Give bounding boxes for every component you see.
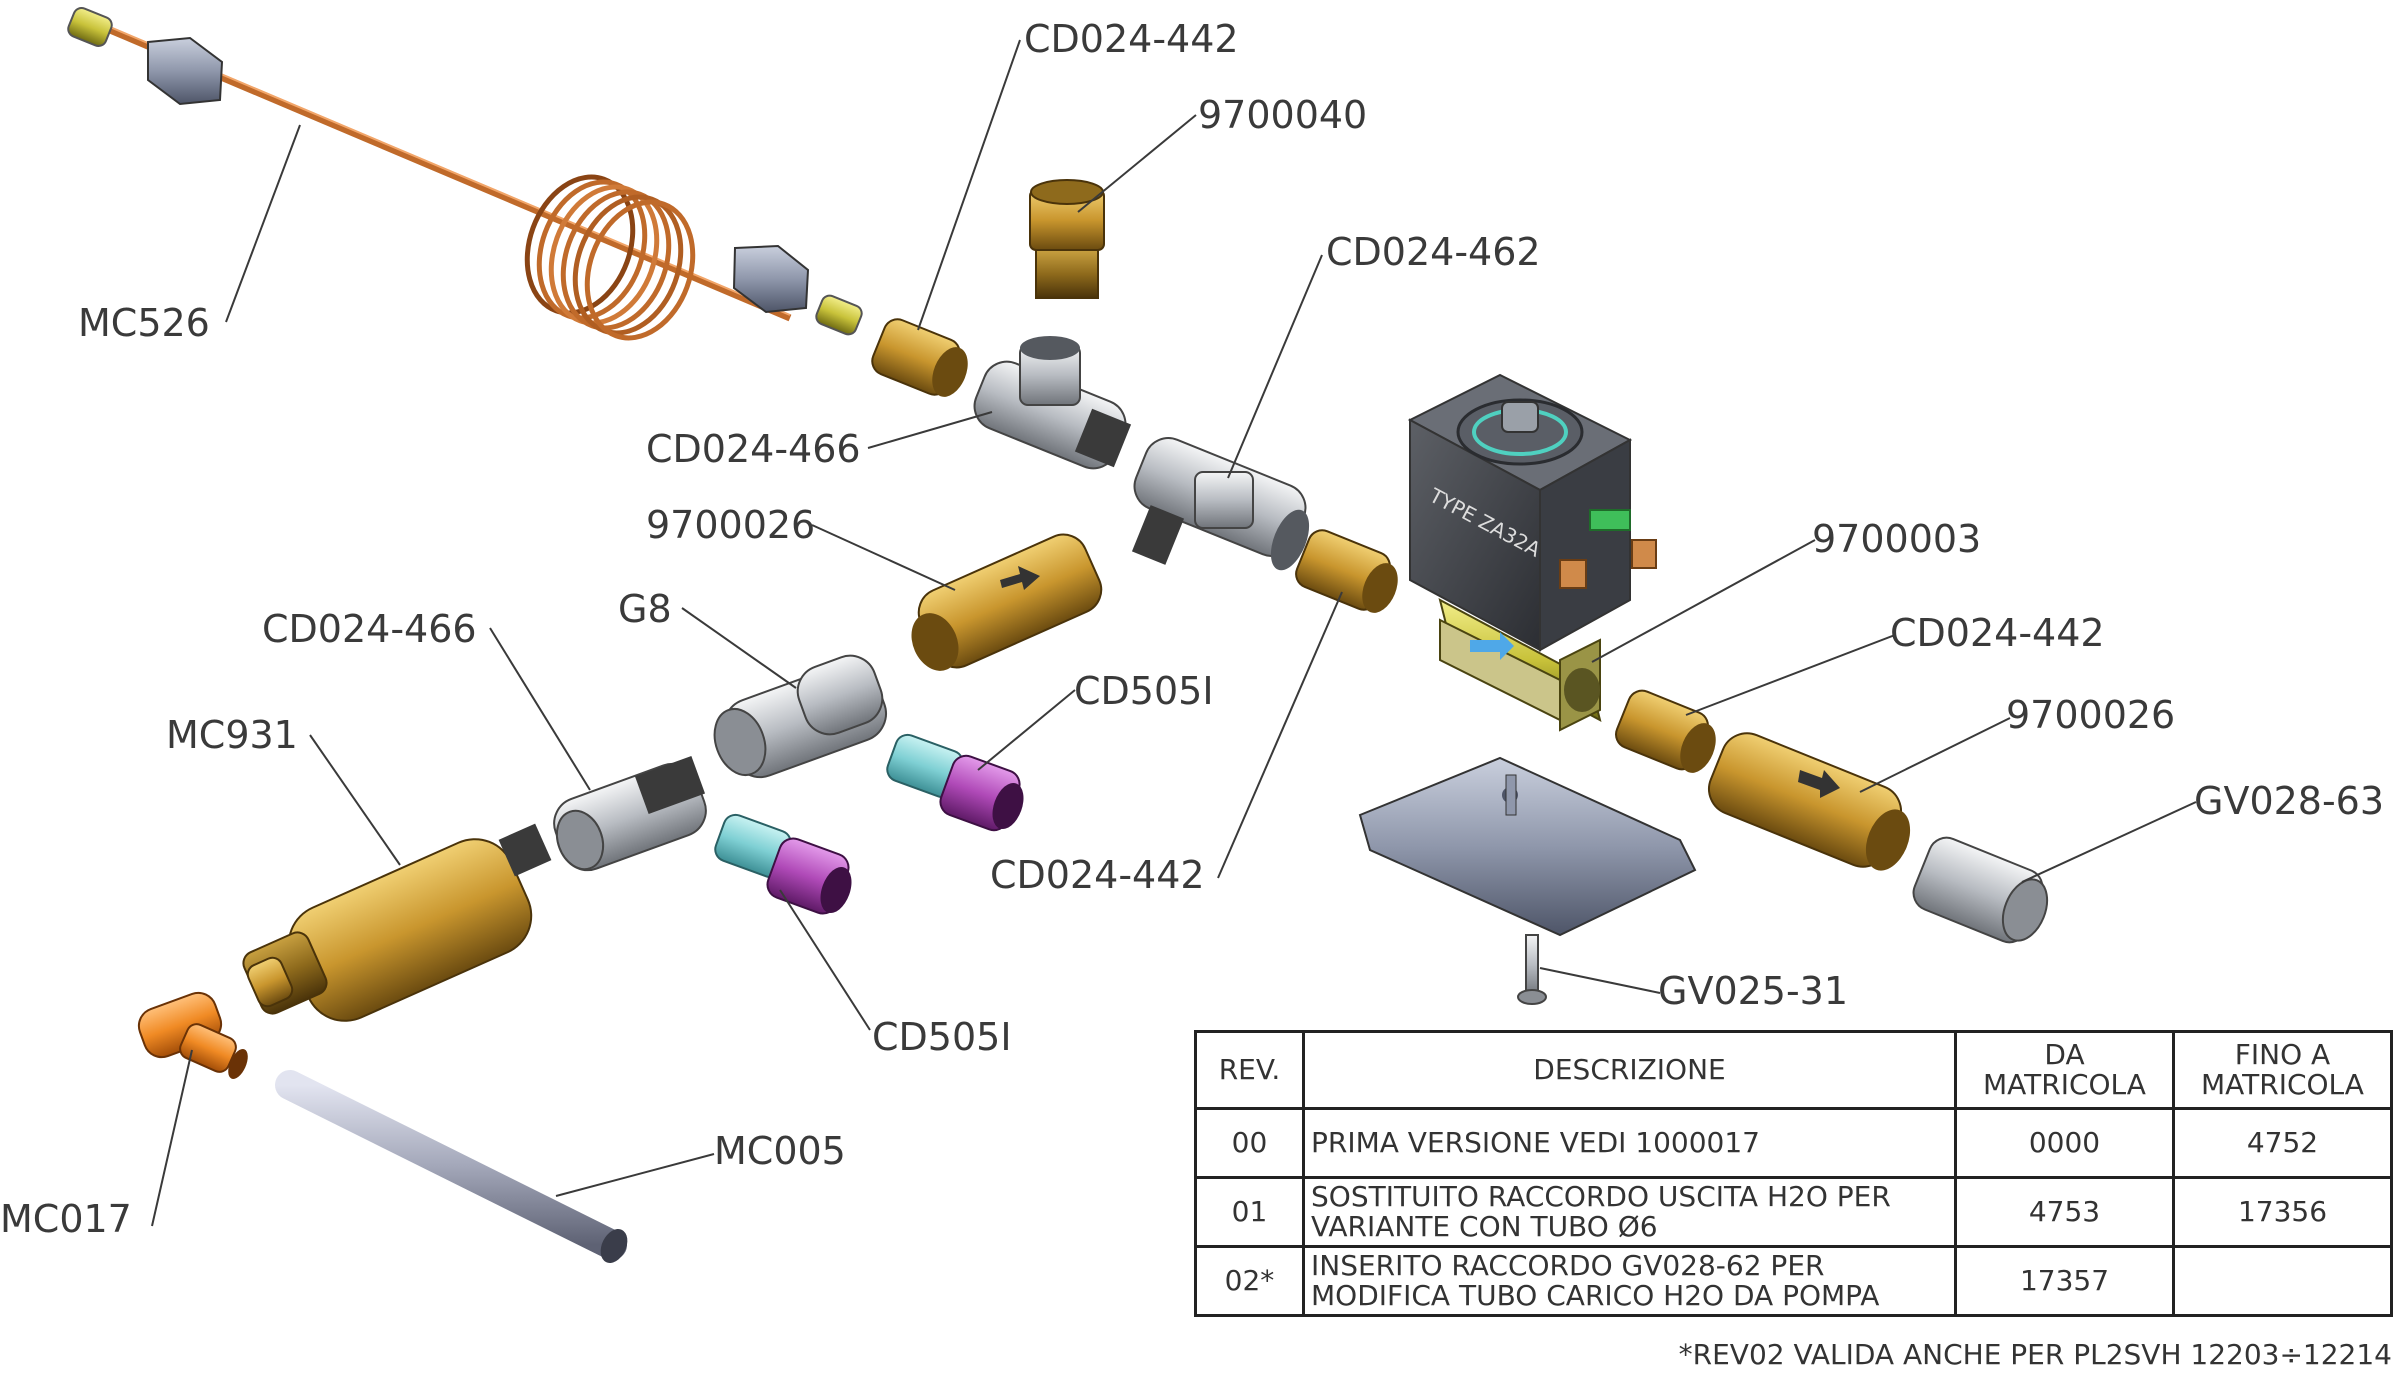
tee-fitting-g8: [713, 654, 887, 779]
cell-description: PRIMA VERSIONE VEDI 1000017: [1302, 1107, 1957, 1179]
description-line: VARIANTE CON TUBO Ø6: [1311, 1210, 1658, 1243]
label-9700026-left: 9700026: [646, 503, 815, 547]
check-valve-right: [1708, 732, 1911, 871]
header-to-line1: FINO A: [2234, 1038, 2331, 1071]
table-row: 00 PRIMA VERSIONE VEDI 1000017 0000 4752: [1194, 1107, 2393, 1179]
label-cd505i-upper: CD505I: [1074, 669, 1214, 713]
header-from-serial: DA MATRICOLA: [1954, 1030, 2175, 1110]
header-to-serial: FINO A MATRICOLA: [2172, 1030, 2393, 1110]
description-line: INSERITO RACCORDO GV028-62 PER: [1311, 1249, 1825, 1282]
revision-footnote: *REV02 VALIDA ANCHE PER PL2SVH 12203÷122…: [1678, 1338, 2392, 1371]
cell-to-serial: [2172, 1245, 2393, 1317]
nipple-fitting-top: [871, 318, 968, 397]
header-to-line2: MATRICOLA: [2201, 1068, 2364, 1101]
capillary-tube-part: [67, 7, 863, 341]
adapter-fitting-upper: [886, 733, 1024, 832]
cell-rev: 02*: [1194, 1245, 1305, 1317]
cell-from-serial: 0000: [1954, 1107, 2175, 1179]
label-mc017: MC017: [0, 1197, 132, 1241]
nipple-fitting-right: [1615, 689, 1716, 773]
compression-fitting-right: [1912, 836, 2049, 944]
capillary-nut-right: [732, 244, 810, 314]
label-9700040: 9700040: [1198, 93, 1367, 137]
label-cd024-466-lower: CD024-466: [262, 607, 477, 651]
brass-adapter-part: [1029, 179, 1105, 299]
cell-rev: 01: [1194, 1176, 1305, 1248]
header-rev: REV.: [1194, 1030, 1305, 1110]
capillary-olive-left: [67, 7, 113, 47]
screw-part: [1517, 934, 1547, 1005]
cell-rev: 00: [1194, 1107, 1305, 1179]
mounting-plate-part: [1358, 756, 1697, 937]
label-gv025-31: GV025-31: [1658, 969, 1848, 1013]
copper-coil: [524, 174, 696, 341]
cell-to-serial: 17356: [2172, 1176, 2393, 1248]
label-cd024-462: CD024-462: [1326, 230, 1541, 274]
nipple-fitting-middle: [1295, 529, 1398, 613]
part-labels: MC526 CD024-442 9700040 CD024-462 CD024-…: [0, 17, 2384, 1241]
header-from-line2: MATRICOLA: [1983, 1068, 2146, 1101]
label-cd505i-lower: CD505I: [872, 1015, 1012, 1059]
label-cd024-442-middle: CD024-442: [990, 853, 1205, 897]
cylinder-part: [242, 823, 552, 1022]
label-9700026-right: 9700026: [2006, 693, 2175, 737]
header-from-line1: DA: [2044, 1038, 2085, 1071]
tube-part: [275, 1070, 628, 1264]
description-line: PRIMA VERSIONE VEDI 1000017: [1311, 1126, 1760, 1159]
revision-table: REV. DESCRIZIONE DA MATRICOLA FINO A MAT…: [1194, 1030, 2393, 1317]
header-description: DESCRIZIONE: [1302, 1030, 1957, 1110]
label-cd024-442-right: CD024-442: [1890, 611, 2105, 655]
adapter-fitting-lower: [714, 813, 852, 915]
cell-to-serial: 4752: [2172, 1107, 2393, 1179]
leader-lines: [151, 39, 2197, 1227]
label-9700003: 9700003: [1812, 517, 1981, 561]
label-cd024-466-upper: CD024-466: [646, 427, 861, 471]
label-mc526: MC526: [78, 301, 210, 345]
description-line: SOSTITUITO RACCORDO USCITA H2O PER: [1311, 1180, 1891, 1213]
capillary-olive-right: [815, 294, 863, 336]
elbow-fitting-part: [137, 991, 248, 1079]
tee-fitting-lower: [553, 755, 707, 872]
label-g8: G8: [618, 587, 672, 631]
capillary-nut-left: [147, 36, 224, 106]
table-row: 01 SOSTITUITO RACCORDO USCITA H2O PER VA…: [1194, 1176, 2393, 1248]
label-gv028-63: GV028-63: [2194, 779, 2384, 823]
table-row: 02* INSERITO RACCORDO GV028-62 PER MODIF…: [1194, 1245, 2393, 1317]
cell-description: SOSTITUITO RACCORDO USCITA H2O PER VARIA…: [1302, 1176, 1957, 1248]
cell-from-serial: 17357: [1954, 1245, 2175, 1317]
description-line: MODIFICA TUBO CARICO H2O DA POMPA: [1311, 1279, 1880, 1312]
cell-from-serial: 4753: [1954, 1176, 2175, 1248]
check-valve-left: [911, 533, 1103, 671]
cell-description: INSERITO RACCORDO GV028-62 PER MODIFICA …: [1302, 1245, 1957, 1317]
revision-table-header: REV. DESCRIZIONE DA MATRICOLA FINO A MAT…: [1194, 1030, 2393, 1110]
label-mc931: MC931: [166, 713, 298, 757]
tee-fitting-upper: [973, 336, 1132, 470]
label-mc005: MC005: [714, 1129, 846, 1173]
label-cd024-442-top: CD024-442: [1024, 17, 1239, 61]
tee-fitting-middle: [1131, 437, 1310, 571]
solenoid-valve-part: TYPE ZA32A: [1407, 373, 1657, 732]
